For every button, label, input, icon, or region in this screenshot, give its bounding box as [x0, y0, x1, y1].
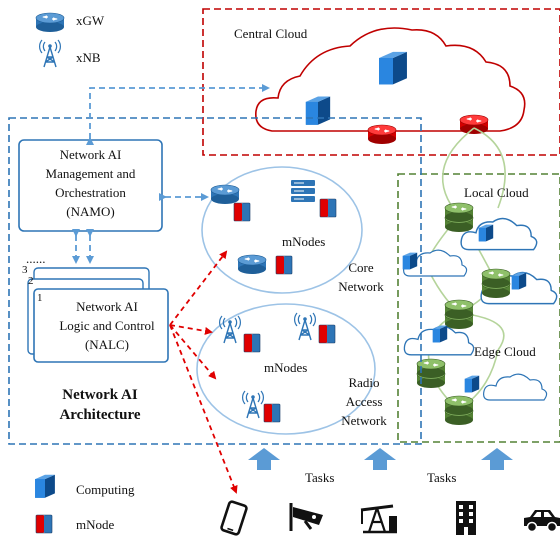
nalc-label-line3: (NALC) [84, 337, 130, 352]
car-icon [524, 510, 560, 533]
nalc-number-1: 1 [37, 292, 43, 304]
computing-cube-icon [432, 325, 448, 343]
computing-cube-icon [305, 96, 331, 125]
computing-cube-icon [402, 252, 418, 270]
network-ai-architecture-region [8, 117, 422, 445]
local-cloud-region [397, 173, 560, 443]
task-arrow [248, 448, 280, 470]
core-mnodes-label: mNodes [282, 234, 326, 249]
task-arrow [364, 448, 396, 470]
mnode-icon [275, 255, 293, 275]
nalc-label-line1: Network AI [76, 299, 138, 314]
local-cloud-label: Local Cloud [464, 185, 529, 200]
xgw-legend-icon [35, 12, 65, 33]
mnode-icon [233, 202, 251, 222]
computing-legend-icon [35, 474, 55, 498]
computing-legend-label: Computing [76, 482, 135, 497]
architecture-label-line2: Architecture [59, 407, 141, 423]
computing-cube-icon [511, 272, 527, 290]
xnb-legend-icon [38, 39, 62, 68]
ran-mnodes-label: mNodes [264, 360, 308, 375]
xnb-legend-label: xNB [76, 50, 101, 65]
ran-label-line1: Radio [348, 375, 380, 390]
nalc-box-1 [33, 288, 169, 363]
building-icon [456, 501, 476, 535]
nalc-ellipsis: ...... [26, 251, 46, 266]
mnode-icon [263, 403, 281, 423]
gateway-red-icon [367, 124, 397, 145]
smartphone-icon [220, 500, 248, 536]
architecture-label-line1: Network AI [62, 387, 138, 403]
computing-cube-icon [478, 224, 494, 242]
nalc-number-2: 2 [28, 275, 34, 287]
mnode-icon [319, 198, 337, 218]
gateway-green-icon [482, 269, 510, 298]
namo-label-line4: (NAMO) [66, 204, 115, 219]
tasks-label: Tasks [305, 470, 335, 485]
namo-label-line3: Orchestration [55, 185, 126, 200]
gateway-blue-icon [210, 184, 240, 205]
gateway-blue-icon [237, 254, 267, 275]
gateway-green-icon [445, 300, 473, 329]
computing-cube-icon [464, 375, 480, 393]
mnode-icon [243, 333, 261, 353]
cctv-camera-icon [289, 503, 323, 531]
ran-label-line2: Access [345, 394, 383, 409]
core-network-label-line1: Core [348, 260, 374, 275]
mnode-icon [318, 324, 336, 344]
namo-label-line2: Management and [45, 166, 136, 181]
core-network-label-line2: Network [338, 279, 384, 294]
computing-cube-large-icon [379, 51, 407, 85]
gateway-red-icon [459, 114, 489, 135]
mnode-legend-label: mNode [76, 517, 115, 532]
edge-cloud-label: Edge Cloud [474, 344, 536, 359]
gateway-green-icon [445, 203, 473, 232]
ran-label-line3: Network [341, 413, 387, 428]
oil-pump-icon [360, 504, 397, 534]
central-cloud-label: Central Cloud [234, 26, 308, 41]
edge-cloud-shape [483, 373, 548, 401]
gateway-green-icon [445, 396, 473, 425]
namo-label-line1: Network AI [59, 147, 122, 162]
control-links [72, 84, 270, 264]
tasks-label: Tasks [427, 470, 457, 485]
nalc-number-3: 3 [22, 264, 28, 276]
mnode-legend-icon [35, 514, 53, 534]
xgw-legend-label: xGW [76, 13, 105, 28]
central-cloud-region [202, 8, 560, 156]
server-icon [290, 179, 316, 203]
nalc-label-line2: Logic and Control [59, 318, 155, 333]
mnode-control-links [169, 250, 238, 494]
task-arrow [481, 448, 513, 470]
